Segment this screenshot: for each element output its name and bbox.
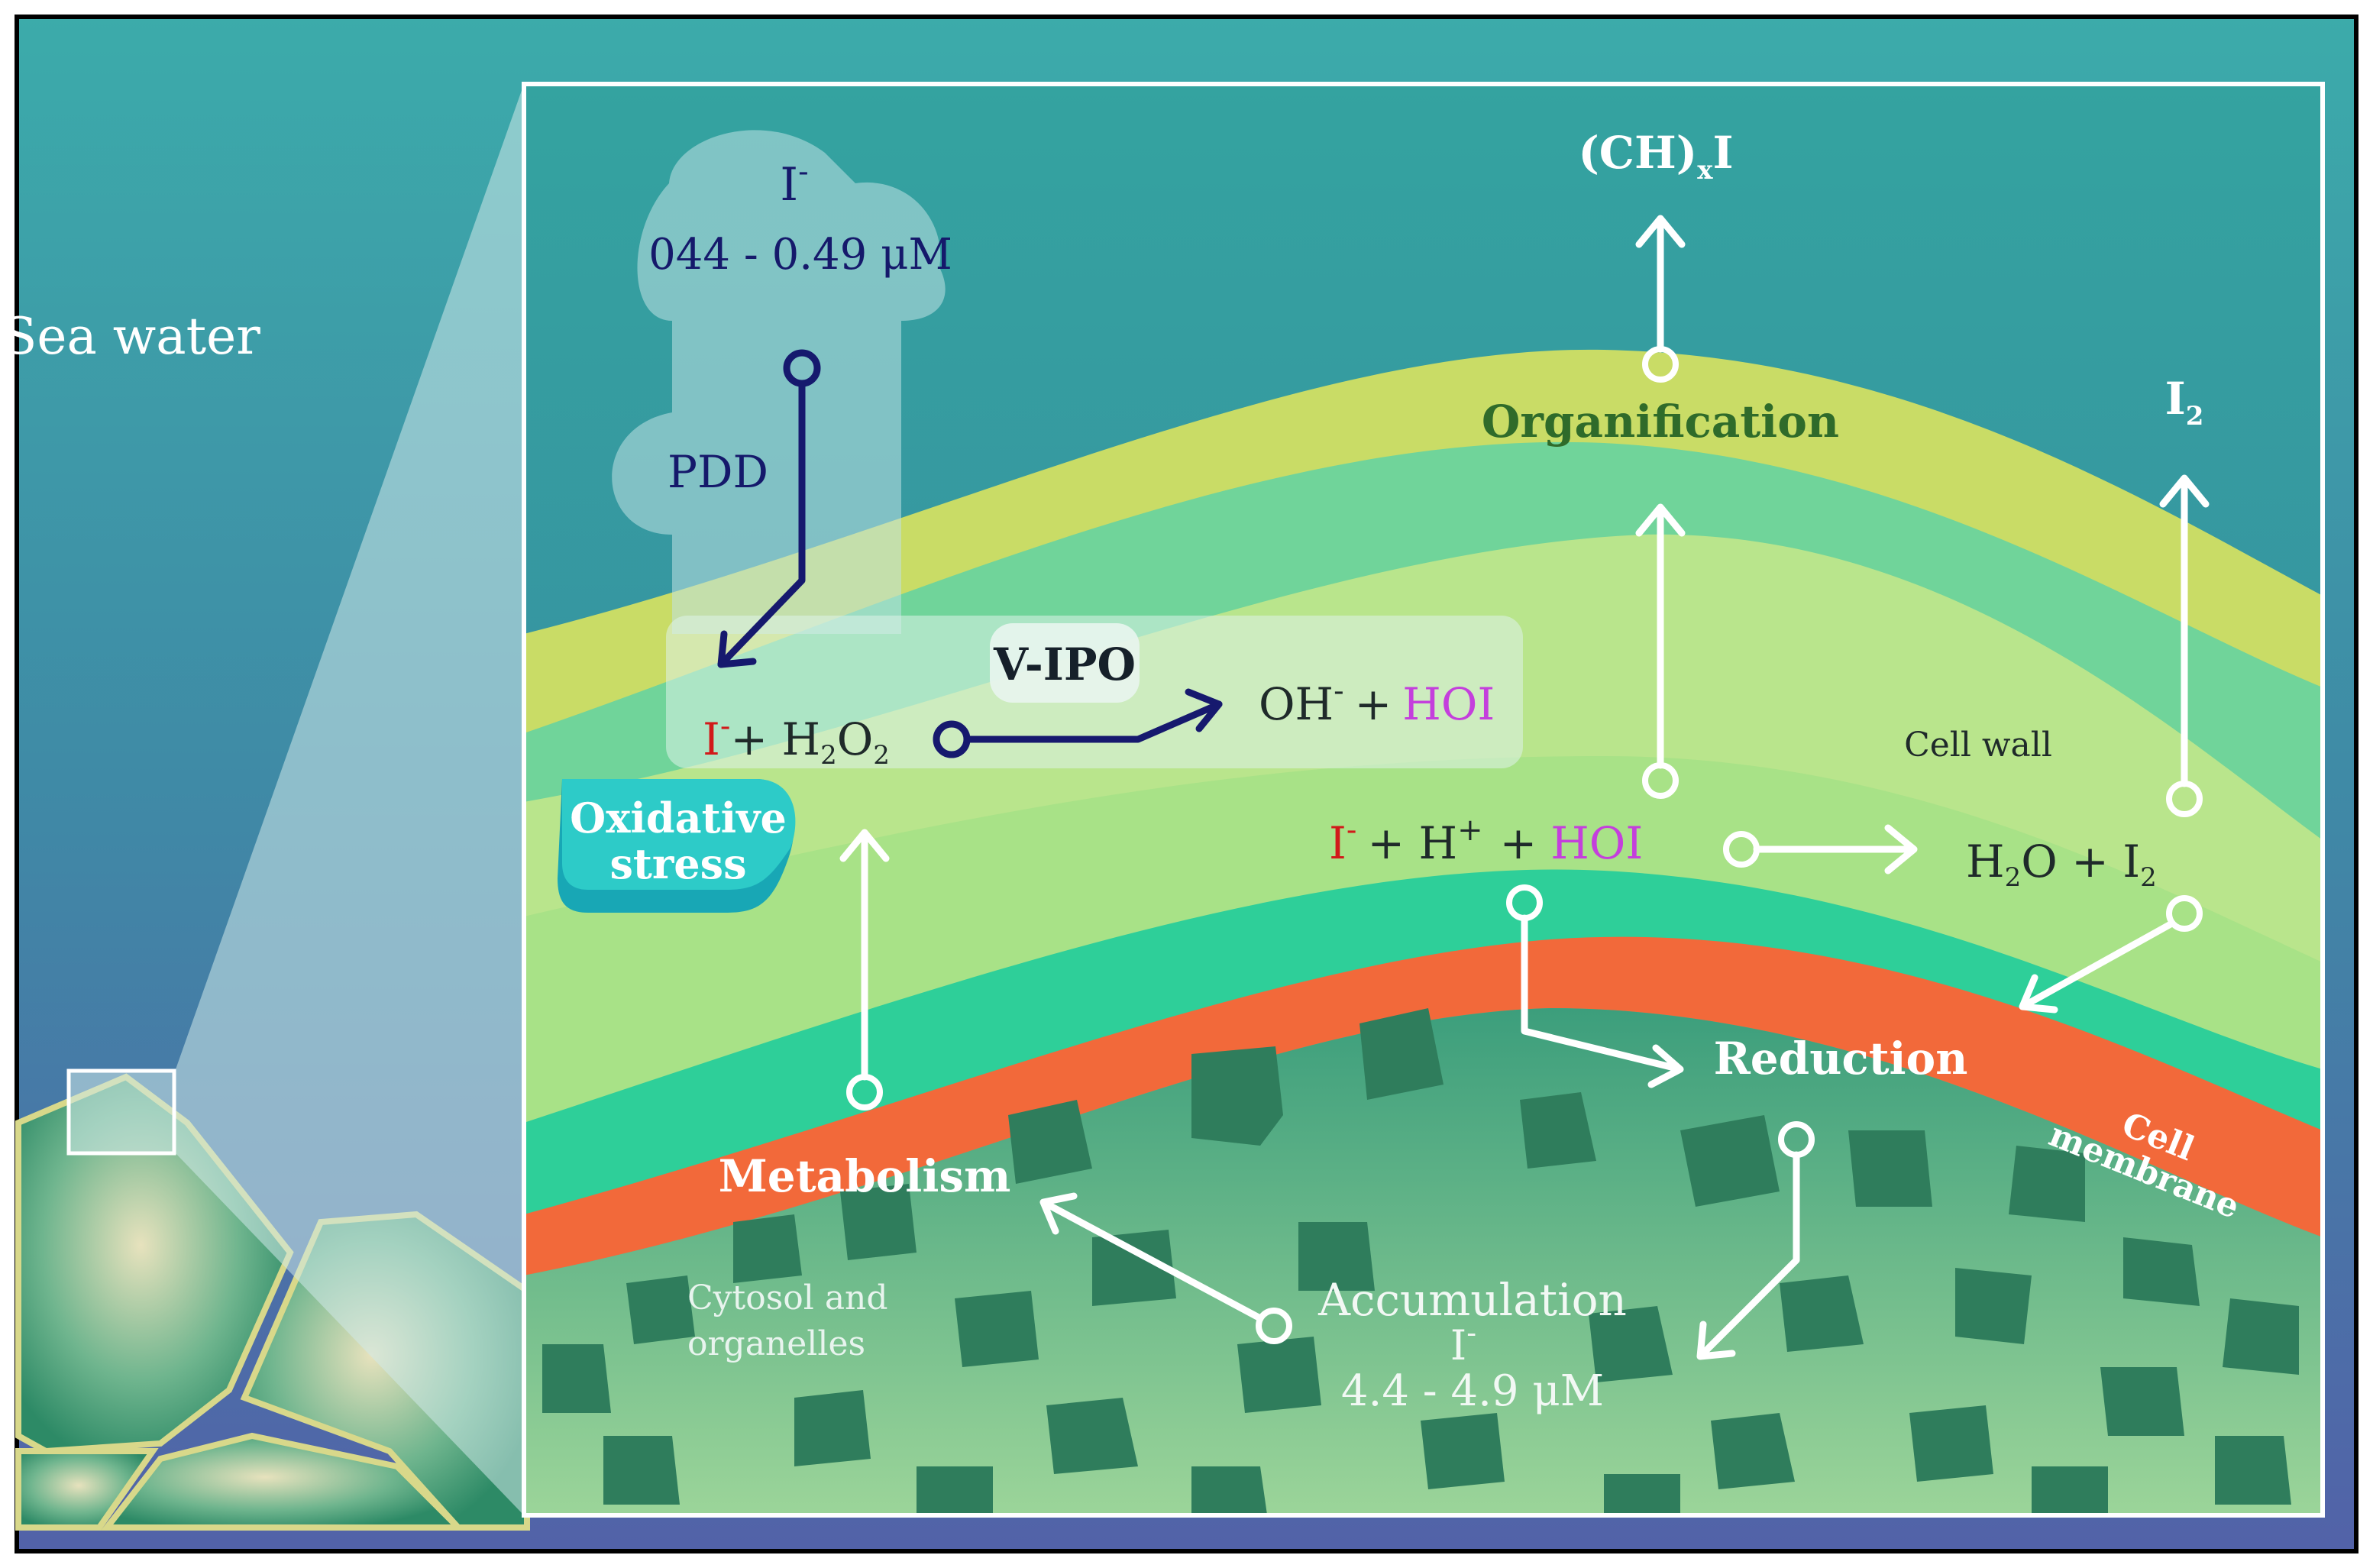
- cell-membrane: [524, 936, 2323, 1275]
- cell-wall-label: Cell wall: [1904, 726, 2052, 765]
- organoiodine-label: (CH)xI: [1578, 127, 1733, 186]
- pdd-bubble: [612, 130, 946, 634]
- seawater-iodide-symbol: I: [780, 158, 798, 212]
- water-sub: 2: [2005, 862, 2022, 893]
- sea-water-label: Sea water: [2, 307, 260, 366]
- pdd-arrowhead: [717, 630, 757, 668]
- organification-label: Organification: [1482, 396, 1839, 448]
- eq2-hoi: HOI: [1550, 817, 1643, 869]
- iodine-gas-label: I2: [2165, 373, 2204, 432]
- equation-h2o2-sub1: 2: [820, 740, 837, 771]
- svg-text:I-: I-: [780, 154, 808, 212]
- iodide-h2o2-equation: I-+ H2O2: [703, 709, 890, 771]
- zoom-wedge: [67, 84, 524, 1515]
- seawater-iodide-label: I- 044 - 0.49 μM: [648, 154, 952, 280]
- water-i-sub: 2: [2140, 862, 2157, 893]
- oh-hoi-products: OH-+HOI: [1259, 674, 1495, 730]
- accumulation-label: Accumulation: [1317, 1274, 1627, 1326]
- organoiodine-ch: (CH): [1578, 127, 1697, 179]
- i2-arrow: [2159, 474, 2210, 787]
- accumulation-iodide-symbol: I: [1450, 1321, 1466, 1369]
- oh-symbol: OH: [1259, 678, 1334, 730]
- iodine-gas-sub: 2: [2186, 401, 2204, 432]
- accumulation-arrow-origin: [1256, 1308, 1292, 1344]
- reduction-input-arrow: [2019, 920, 2174, 1014]
- v-ipo-label-box: [990, 623, 1140, 703]
- accumulation-iodide: I-: [1450, 1316, 1476, 1369]
- seawater-iodide-charge: -: [798, 154, 809, 189]
- eq2-iodide-charge: -: [1347, 813, 1357, 848]
- organoiodine-x: x: [1697, 155, 1713, 186]
- pdd-arrow: [717, 380, 806, 668]
- accumulation-iodide-charge: -: [1466, 1316, 1476, 1350]
- zoom-source-box: [66, 1069, 176, 1156]
- reduction-to-accumulation-arrow: [1696, 1151, 1800, 1360]
- iodide-proton-hoi-equation: I-+ H++HOI: [1329, 813, 1643, 869]
- v-ipo-label: V-IPO: [993, 639, 1136, 690]
- oh-plus: +: [1355, 678, 1392, 730]
- equation-h2o2-h: + H: [730, 713, 820, 765]
- reduction-input-arrow-origin: [2166, 895, 2203, 932]
- seawater-concentration: 044 - 0.49 μM: [648, 230, 952, 280]
- ch-arrow: [1635, 215, 1686, 353]
- accumulation-concentration: 4.4 - 4.9 μM: [1341, 1366, 1604, 1416]
- iodine-gas-i: I: [2165, 373, 2186, 425]
- water-iodine-products: H2O + I2: [1966, 836, 2157, 893]
- metabolism-label: Metabolism: [719, 1150, 1011, 1202]
- organoiodine-i: I: [1713, 127, 1734, 179]
- eq2-h: + H: [1367, 817, 1457, 869]
- water-o-plus-i: O + I: [2021, 836, 2140, 887]
- v-ipo-arrowhead: [1185, 688, 1223, 732]
- oh-charge: -: [1334, 674, 1344, 709]
- eq2-plus: +: [1500, 817, 1537, 869]
- oxidative-stress-line1: Oxidative: [570, 794, 787, 842]
- equation-h2o2-sub2: 2: [873, 740, 890, 771]
- cytosol-line1: Cytosol and: [687, 1279, 888, 1317]
- metabolism-arrow: [839, 829, 890, 1081]
- hoi-reaction-arrow: [1753, 824, 1918, 875]
- reduction-label: Reduction: [1714, 1033, 1968, 1085]
- oxidative-stress-line2: stress: [610, 839, 747, 888]
- equation-h2o2-o: O: [837, 713, 874, 765]
- hoi-product: HOI: [1402, 678, 1495, 730]
- water-h: H: [1966, 836, 2005, 887]
- equation-iodide: I: [703, 713, 720, 765]
- v-ipo-arrow: [963, 700, 1223, 743]
- pdd-label: PDD: [668, 446, 768, 498]
- equation-iodide-charge: -: [720, 709, 731, 744]
- eq2-iodide: I: [1329, 817, 1347, 869]
- organification-lower-arrow: [1635, 503, 1686, 769]
- eq2-h-charge: +: [1457, 813, 1483, 848]
- accumulation-to-metabolism-arrow: [1039, 1192, 1264, 1322]
- organelles: [542, 1008, 2299, 1515]
- cytosol-line2: organelles: [687, 1324, 865, 1363]
- iodide-to-reduction-arrow: [1521, 914, 1684, 1088]
- inner-panel-border: [522, 82, 2325, 1518]
